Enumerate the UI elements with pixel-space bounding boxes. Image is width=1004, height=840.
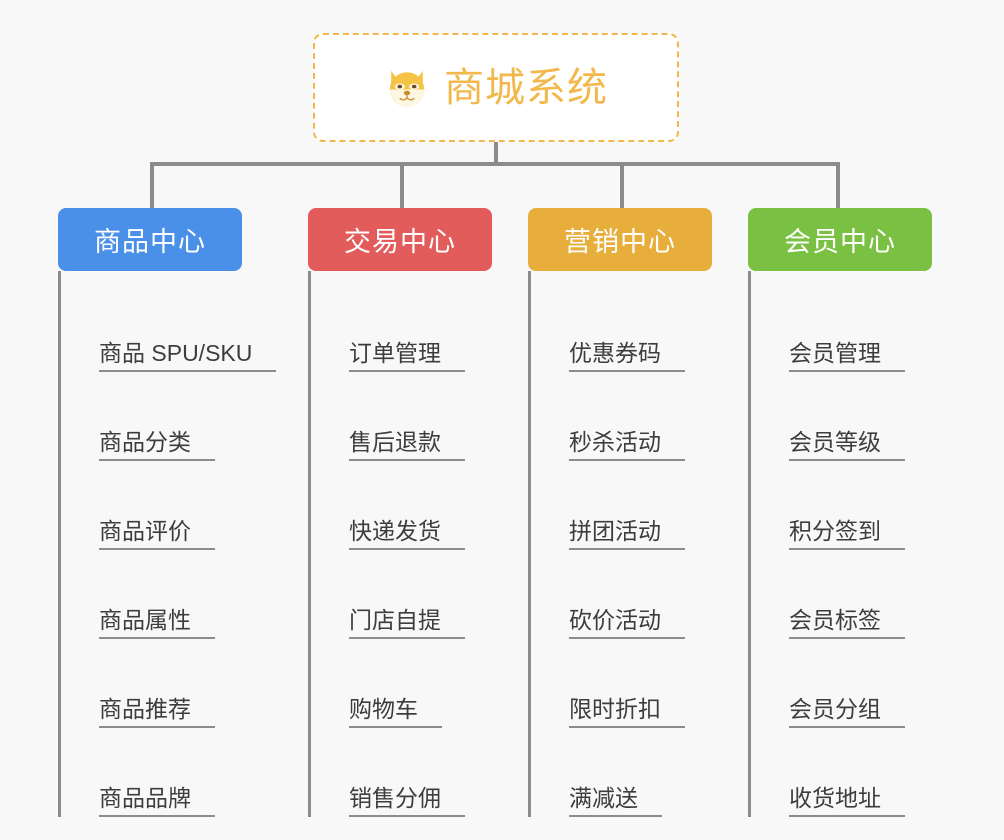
root-title: 商城系统 (444, 65, 608, 110)
list-item[interactable]: 商品评价 (61, 461, 242, 550)
list-item[interactable]: 会员管理 (751, 283, 932, 372)
list-item[interactable]: 拼团活动 (531, 461, 712, 550)
list-item-label: 快递发货 (349, 518, 465, 550)
list-item-label: 门店自提 (349, 607, 465, 639)
list-item[interactable]: 限时折扣 (531, 639, 712, 728)
list-item-label: 秒杀活动 (569, 429, 685, 461)
column-header-3[interactable]: 营销中心 (528, 208, 712, 271)
column-items-3: 优惠券码 秒杀活动 拼团活动 砍价活动 限时折扣 满减送 (528, 271, 712, 817)
list-item-label: 销售分佣 (349, 785, 465, 817)
list-item[interactable]: 优惠券码 (531, 283, 712, 372)
list-item[interactable]: 会员分组 (751, 639, 932, 728)
list-item-label: 满减送 (569, 785, 662, 817)
list-item[interactable]: 会员等级 (751, 372, 932, 461)
list-item[interactable]: 满减送 (531, 728, 712, 817)
list-item[interactable]: 收货地址 (751, 728, 932, 817)
list-item-label: 订单管理 (349, 340, 465, 372)
list-item[interactable]: 商品推荐 (61, 639, 242, 728)
list-item[interactable]: 商品分类 (61, 372, 242, 461)
connector-drop-1 (150, 162, 154, 208)
column-header-1[interactable]: 商品中心 (58, 208, 242, 271)
list-item-label: 砍价活动 (569, 607, 685, 639)
connector-drop-4 (836, 162, 840, 208)
list-item-label: 商品 SPU/SKU (99, 340, 277, 372)
connector-drop-3 (620, 162, 624, 208)
list-item-label: 商品品牌 (99, 785, 215, 817)
list-item[interactable]: 快递发货 (311, 461, 492, 550)
column-items-4: 会员管理 会员等级 积分签到 会员标签 会员分组 收货地址 (748, 271, 932, 817)
list-item[interactable]: 门店自提 (311, 550, 492, 639)
list-item-label: 购物车 (349, 696, 442, 728)
list-item[interactable]: 商品品牌 (61, 728, 242, 817)
column-header-2[interactable]: 交易中心 (308, 208, 492, 271)
list-item[interactable]: 订单管理 (311, 283, 492, 372)
column-items-1: 商品 SPU/SKU 商品分类 商品评价 商品属性 商品推荐 商品品牌 (58, 271, 277, 817)
list-item-label: 商品推荐 (99, 696, 215, 728)
column-trade-center: 交易中心 订单管理 售后退款 快递发货 门店自提 购物车 销售分佣 (308, 208, 492, 817)
list-item-label: 会员标签 (789, 607, 905, 639)
connector-bus (150, 162, 840, 166)
list-item[interactable]: 秒杀活动 (531, 372, 712, 461)
list-item-label: 限时折扣 (569, 696, 685, 728)
list-item[interactable]: 商品 SPU/SKU (61, 283, 277, 372)
column-header-4[interactable]: 会员中心 (748, 208, 932, 271)
root-node[interactable]: 商城系统 (313, 33, 679, 142)
list-item-label: 拼团活动 (569, 518, 685, 550)
list-item-label: 积分签到 (789, 518, 905, 550)
column-items-2: 订单管理 售后退款 快递发货 门店自提 购物车 销售分佣 (308, 271, 492, 817)
list-item-label: 商品评价 (99, 518, 215, 550)
connector-drop-2 (400, 162, 404, 208)
column-marketing-center: 营销中心 优惠券码 秒杀活动 拼团活动 砍价活动 限时折扣 满减送 (528, 208, 712, 817)
list-item[interactable]: 购物车 (311, 639, 492, 728)
column-member-center: 会员中心 会员管理 会员等级 积分签到 会员标签 会员分组 收货地址 (748, 208, 932, 817)
list-item[interactable]: 砍价活动 (531, 550, 712, 639)
list-item-label: 售后退款 (349, 429, 465, 461)
list-item-label: 会员分组 (789, 696, 905, 728)
connector-root-stem (494, 142, 498, 165)
list-item[interactable]: 售后退款 (311, 372, 492, 461)
list-item[interactable]: 销售分佣 (311, 728, 492, 817)
list-item[interactable]: 商品属性 (61, 550, 242, 639)
list-item-label: 会员管理 (789, 340, 905, 372)
list-item-label: 商品属性 (99, 607, 215, 639)
list-item-label: 会员等级 (789, 429, 905, 461)
list-item-label: 收货地址 (789, 785, 905, 817)
list-item-label: 优惠券码 (569, 340, 685, 372)
list-item[interactable]: 会员标签 (751, 550, 932, 639)
list-item-label: 商品分类 (99, 429, 215, 461)
list-item[interactable]: 积分签到 (751, 461, 932, 550)
column-product-center: 商品中心 商品 SPU/SKU 商品分类 商品评价 商品属性 商品推荐 商品品牌 (58, 208, 277, 817)
dog-face-icon (389, 70, 425, 107)
